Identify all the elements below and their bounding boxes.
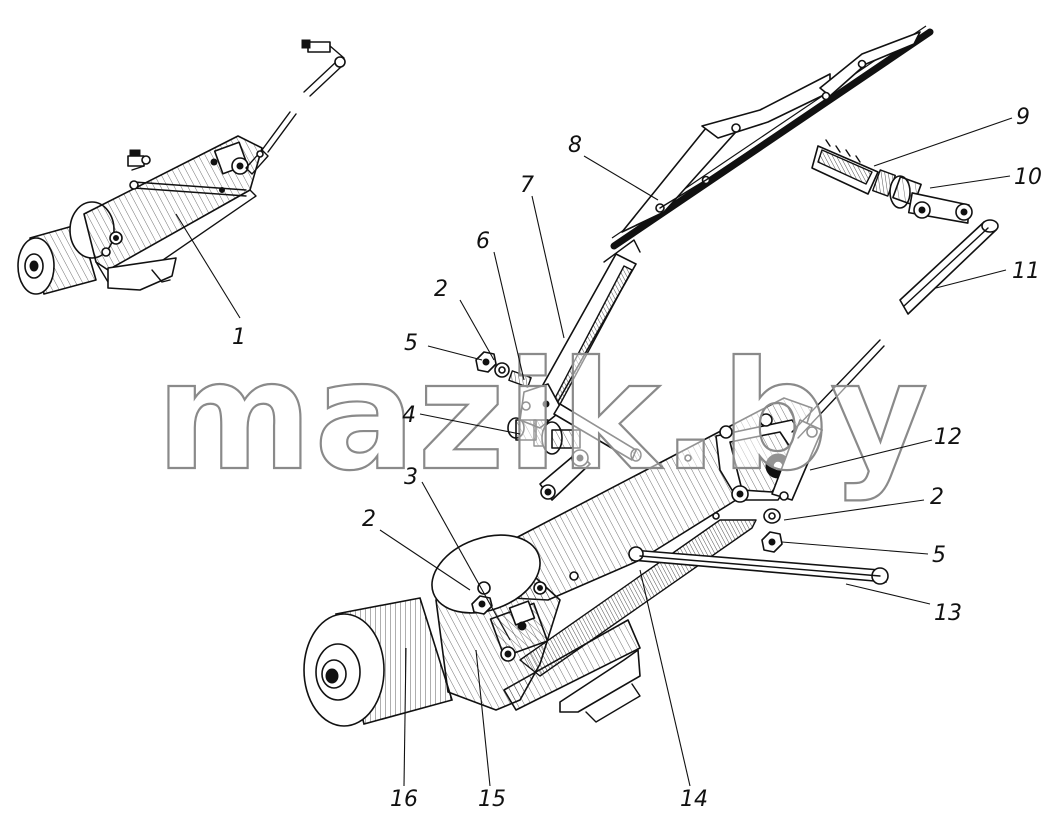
upper-nut-washer [475, 351, 510, 378]
callout-labels: 1 2 5 6 7 8 9 10 11 12 2 5 13 4 3 2 16 1… [232, 105, 1042, 812]
callout-9: 9 [1016, 105, 1030, 130]
wiper-blade-assembly [610, 25, 934, 250]
pivot-bushing [507, 417, 581, 455]
callout-12: 12 [934, 425, 962, 450]
small-upper-rod [261, 39, 346, 153]
callout-2-upper: 2 [434, 277, 448, 302]
callout-leaders [175, 117, 1013, 787]
callout-11: 11 [1012, 259, 1040, 284]
link-rod-13 [628, 546, 889, 585]
hose-connector [811, 139, 879, 195]
callout-2-left: 2 [362, 507, 376, 532]
callout-1: 1 [232, 325, 246, 350]
terminal-block [471, 581, 549, 662]
connecting-rod-right [899, 219, 999, 315]
callout-5-upper: 5 [404, 331, 418, 356]
callout-13: 13 [934, 601, 962, 626]
callout-2-right: 2 [930, 485, 944, 510]
callout-16: 16 [390, 787, 418, 812]
callout-8: 8 [568, 133, 582, 158]
small-assembly-overview [17, 39, 346, 295]
callout-14: 14 [680, 787, 708, 812]
wiper-arm [519, 239, 641, 429]
callout-4: 4 [402, 403, 416, 428]
electric-motor [303, 597, 454, 727]
watermark-text: mazik.by [156, 330, 930, 504]
callout-3: 3 [404, 465, 418, 490]
callout-6: 6 [476, 229, 490, 254]
callout-5-right: 5 [932, 543, 946, 568]
small-link-rod [127, 149, 247, 197]
small-housing [83, 135, 263, 291]
callout-7: 7 [520, 173, 534, 198]
upper-drive-rod [791, 339, 885, 439]
pivot-shaft-assembly [507, 370, 642, 501]
crank-lever-assembly [715, 413, 823, 503]
lower-right-nut-washer [761, 508, 783, 553]
right-pivot-bushing [872, 169, 973, 224]
small-crank-mechanism [213, 141, 269, 175]
callout-10: 10 [1014, 165, 1042, 190]
callout-15: 15 [478, 787, 506, 812]
